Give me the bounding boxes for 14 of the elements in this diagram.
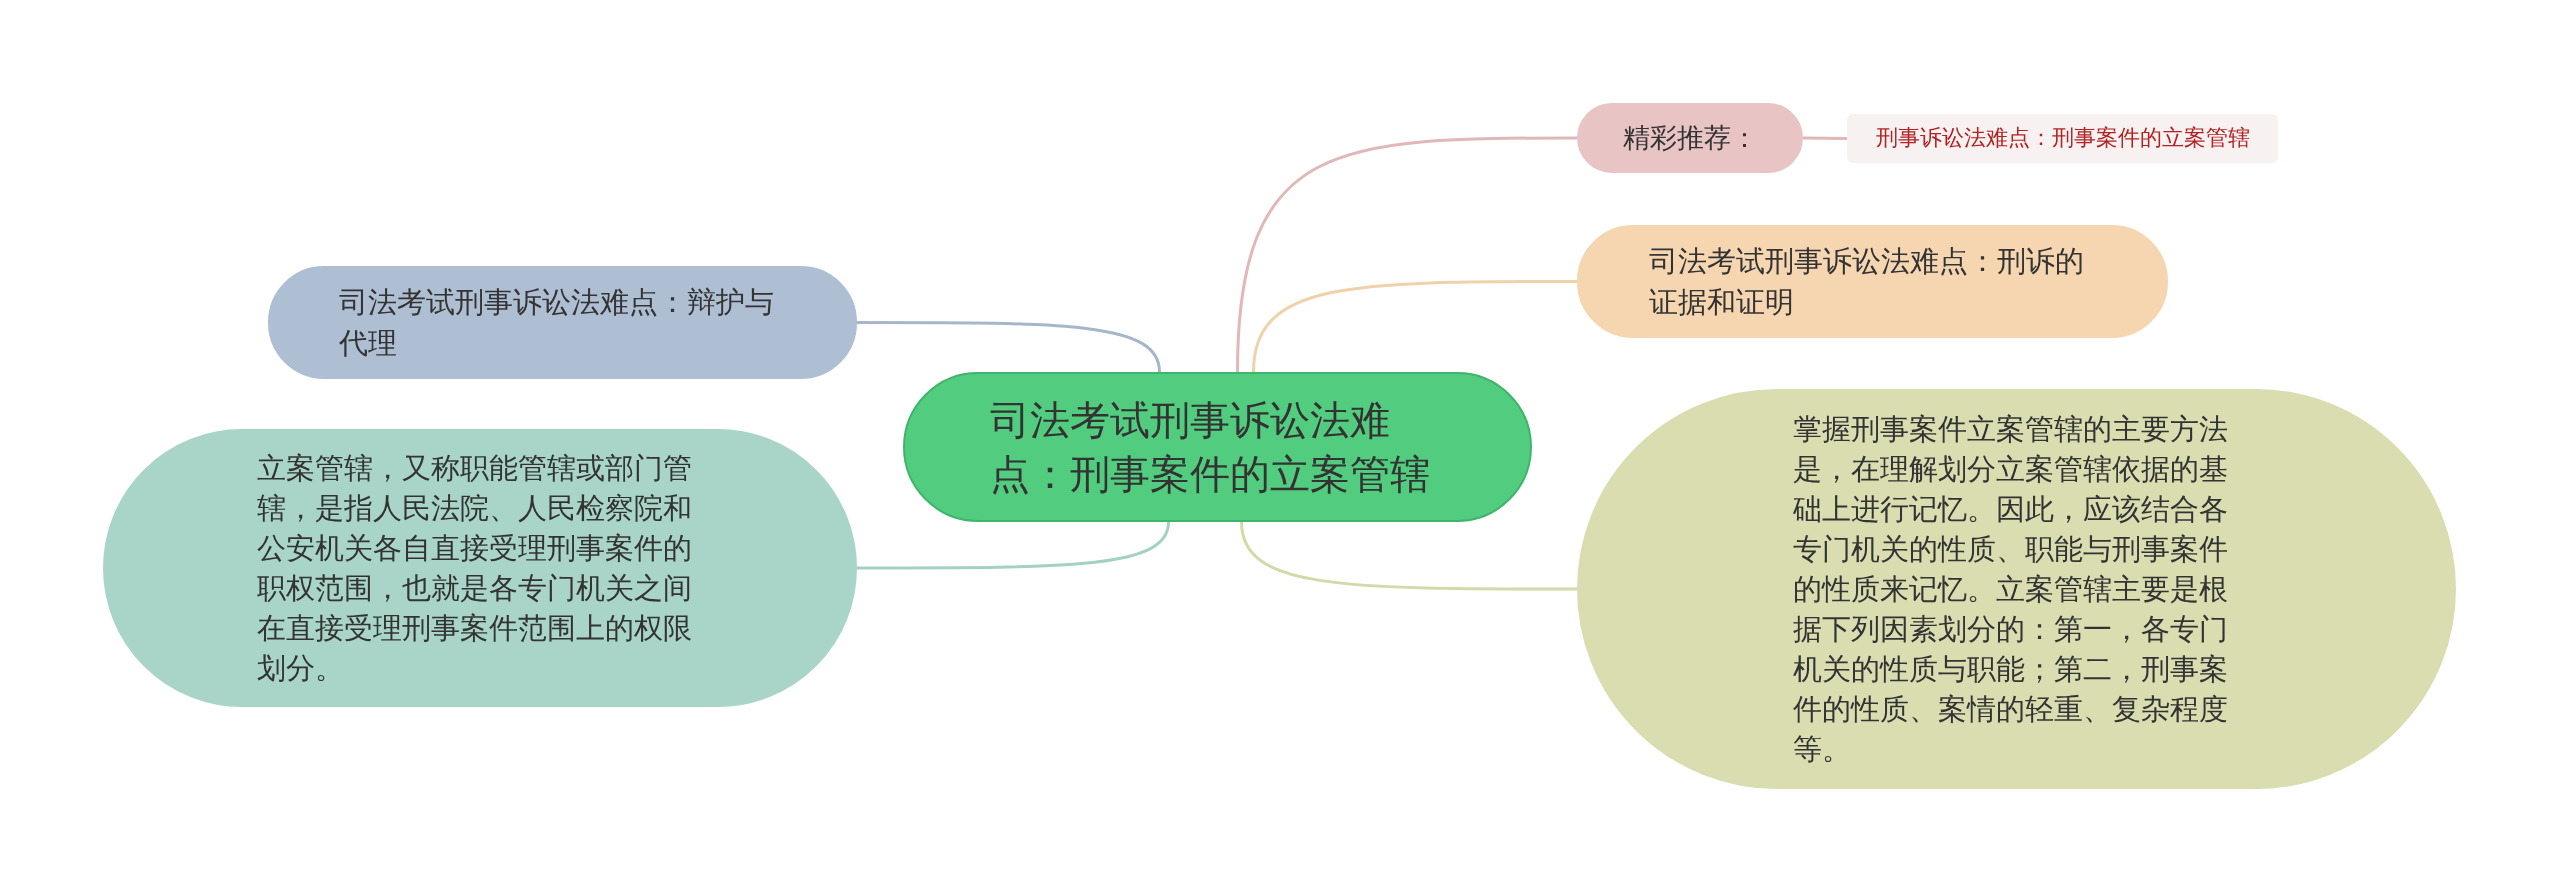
node-text: 精彩推荐： [1622, 121, 1758, 156]
node-text: 刑事诉讼法难点：刑事案件的立案管辖 [1875, 124, 2250, 153]
connector-line [1252, 280, 1577, 373]
link-text-box [1847, 114, 2278, 163]
connector-line [1803, 136, 1847, 140]
node-text: 司法考试刑事诉讼法难点：辩护与代理 [339, 283, 776, 362]
node-text: 司法考试刑事诉讼法难点：刑事案件的立案管辖 [989, 396, 1431, 499]
connector-line [1236, 136, 1577, 373]
connector-line [857, 321, 1161, 373]
node-text: 掌握刑事案件立案管辖的主要方法是，在理解划分立案管辖依据的基础上进行记忆。因此，应该结合各专门机关的性质、职能与刑事案件的性质来记忆。立案管辖主要是根据下列因素划分的：第一，各专门机关的性质与职能；第二，刑事案件的性质、案情的轻重、复杂程度等。 [1793, 410, 2230, 769]
connector-line [1240, 521, 1577, 591]
node-text: 立案管辖，又称职能管辖或部门管辖，是指人民法院、人民检察院和公安机关各自直接受理刑事案件的职权范围，也就是各专门机关之间在直接受理刑事案件范围上的权限划分。 [256, 449, 693, 688]
node-text: 司法考试刑事诉讼法难点：刑诉的证据和证明 [1649, 242, 2086, 321]
connector-line [857, 521, 1170, 570]
